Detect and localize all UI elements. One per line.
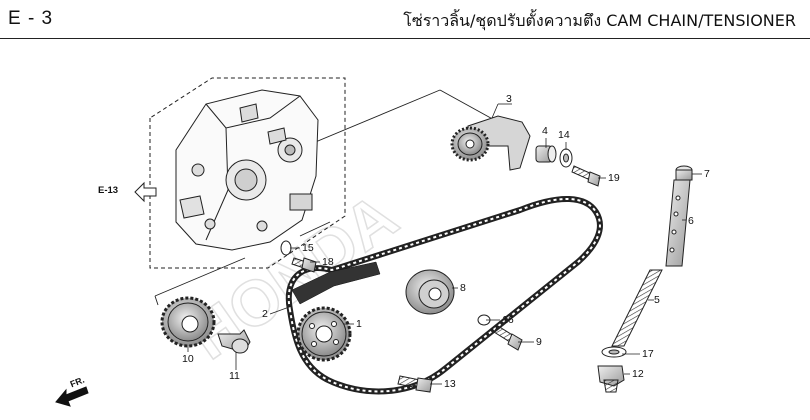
callout-8: 8 (460, 282, 466, 294)
callout-14: 14 (558, 129, 570, 141)
callout-5: 5 (654, 294, 660, 306)
callout-11: 11 (229, 370, 240, 382)
engine-group-reference: E-13 (98, 185, 119, 196)
section-code: E - 3 (8, 8, 54, 29)
bolt-part-19 (571, 165, 601, 187)
page-title: โซ่ราวลิ้น/ชุดปรับตั้งความตึง CAM CHAIN/… (403, 11, 796, 30)
washer-part-17 (601, 346, 627, 358)
header-divider (0, 38, 810, 39)
callout-7: 7 (704, 168, 710, 180)
callout-18: 18 (322, 256, 334, 268)
crankcase-dashed-box (149, 77, 346, 269)
callout-16: 16 (502, 314, 514, 326)
callout-6: 6 (688, 215, 694, 227)
tensioner-rod-part-6 (665, 179, 691, 267)
chain-link-cluster (291, 261, 381, 305)
e13-reference-arrow (134, 181, 157, 203)
sealing-bolt-part-12 (597, 365, 625, 393)
cam-chain (285, 196, 603, 395)
washer-part-15 (280, 240, 292, 256)
bolt-part-11 (217, 329, 251, 354)
callout-leaders (187, 103, 702, 385)
cam-sprocket-part-1 (296, 306, 352, 362)
callout-4: 4 (542, 125, 548, 137)
callout-13: 13 (444, 378, 456, 390)
callout-2: 2 (262, 308, 268, 320)
washer-part-14 (559, 148, 573, 168)
bolt-part-9 (493, 325, 523, 351)
callout-17: 17 (642, 348, 654, 360)
callout-15: 15 (302, 242, 314, 254)
crankcase-illustration (175, 89, 319, 251)
tensioner-arm-part-3 (450, 115, 531, 171)
callout-1: 1 (356, 318, 362, 330)
callout-9: 9 (536, 336, 542, 348)
callout-3: 3 (506, 93, 512, 105)
callout-10: 10 (182, 353, 194, 365)
pivot-cap-part-7 (675, 165, 693, 181)
callout-19: 19 (608, 172, 620, 184)
spring-part-5 (611, 269, 663, 347)
bolt-part-13 (397, 375, 433, 393)
bolt-part-18 (291, 257, 317, 273)
tensioner-roller-part-8 (405, 269, 455, 315)
drive-gear-part-10 (160, 296, 216, 348)
callout-12: 12 (632, 368, 644, 380)
front-direction-arrow (55, 386, 89, 407)
collar-part-4 (535, 145, 557, 163)
